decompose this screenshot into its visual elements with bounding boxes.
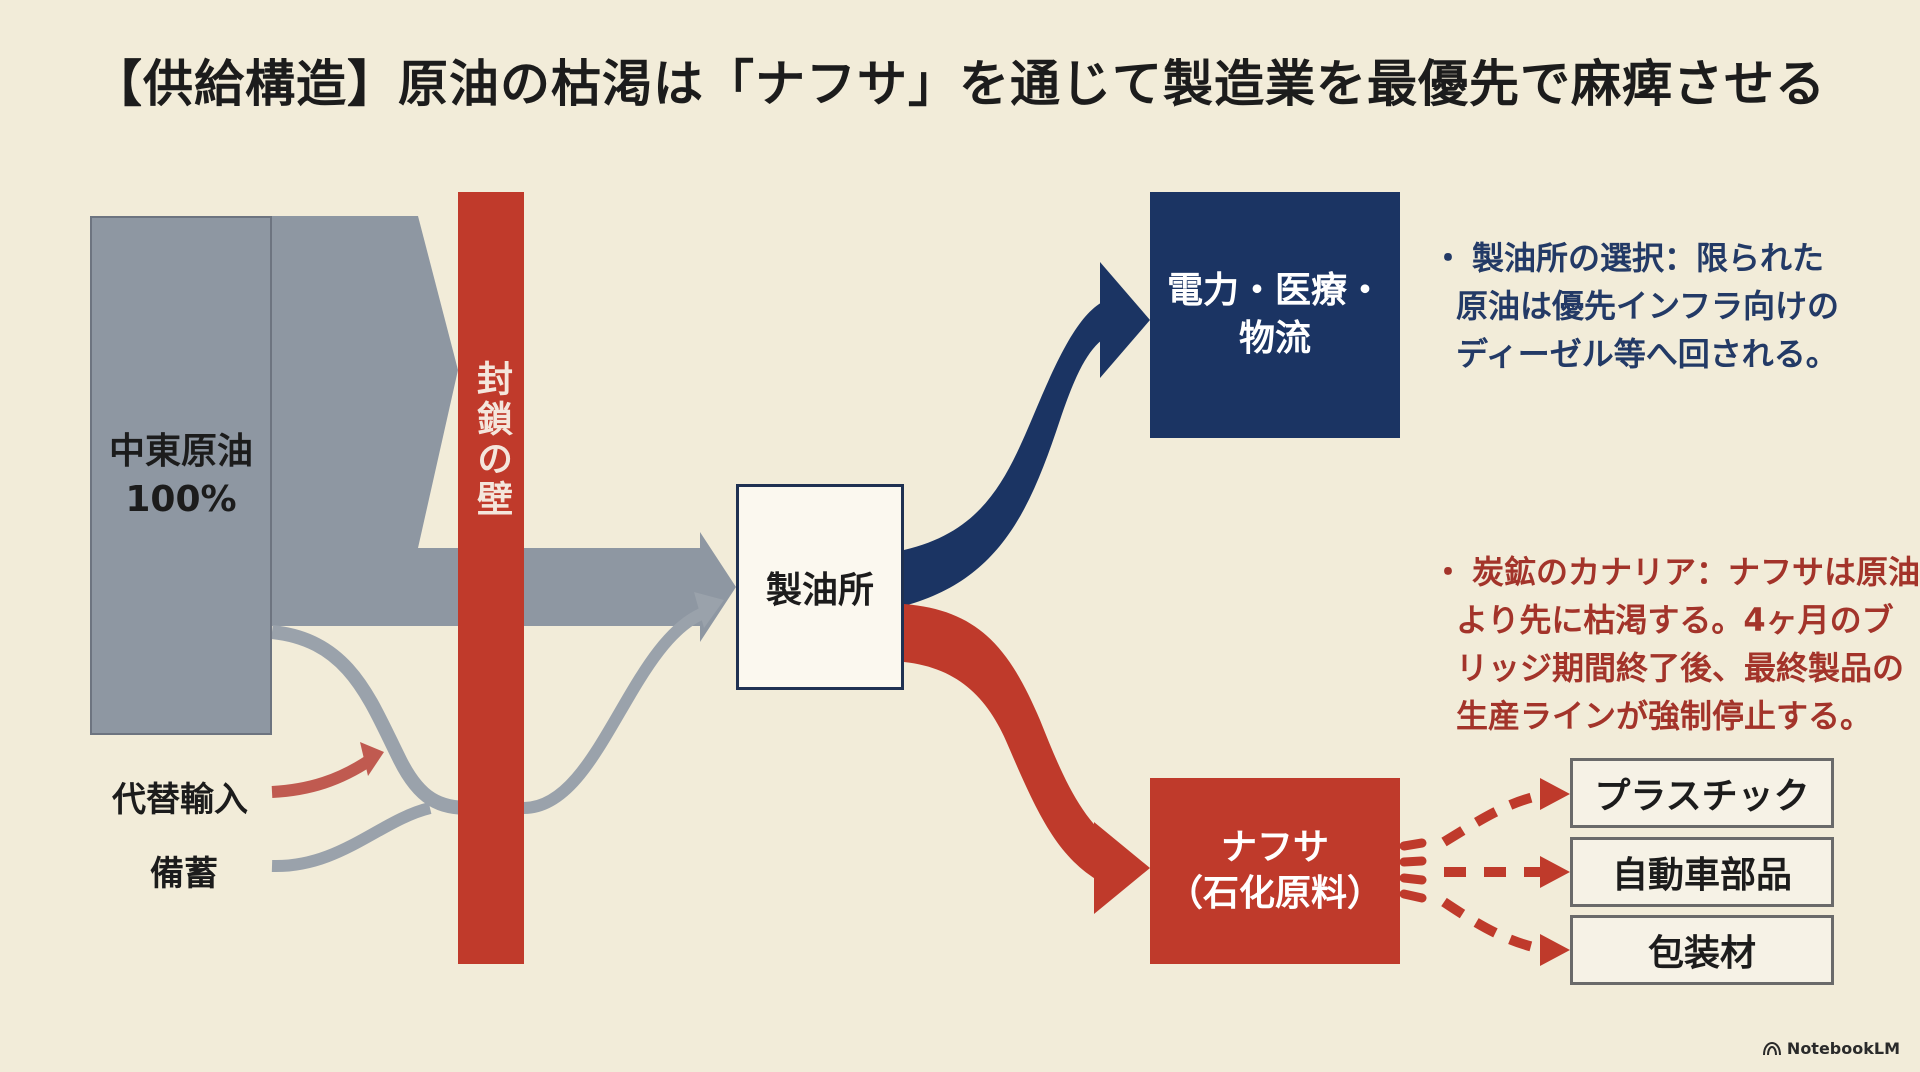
- dashed-arrowhead-auto-parts: [1540, 856, 1570, 888]
- naphtha-stubs: [1399, 838, 1427, 903]
- watermark-text: NotebookLM: [1786, 1039, 1900, 1058]
- note-line: より先に枯渇する。4ヶ月のブ: [1456, 601, 1894, 639]
- stockpile-flow: [271, 802, 432, 873]
- note-line: 原油は優先インフラ向けの: [1456, 287, 1840, 325]
- stockpile-label: 備蓄: [150, 854, 218, 894]
- crude-oil-label: 中東原油: [108, 430, 253, 472]
- substitute-import-arrow: [271, 754, 374, 798]
- note-bullet: ・: [1432, 239, 1465, 277]
- note-line: 炭鉱のカナリア：ナフサは原油: [1472, 553, 1920, 591]
- substitute-import-arrowhead: [360, 742, 384, 776]
- substitute-import-label: 代替輸入: [112, 780, 248, 820]
- product-packaging: 包装材: [1570, 915, 1834, 985]
- refinery-choice-note: ・製油所の選択：限られた 原油は優先インフラ向けの ディーゼル等へ回される。: [1432, 234, 1862, 378]
- blockade-wall-label: 封鎖の壁: [471, 360, 512, 520]
- crude-oil-node: 中東原油 100%: [90, 216, 272, 735]
- priority-flow-arrowhead: [1100, 262, 1150, 378]
- dashed-arrow-plastic: [1441, 789, 1549, 847]
- merged-flow-to-refinery: [523, 606, 709, 814]
- priority-infrastructure-node: 電力・医療・ 物流: [1150, 192, 1400, 438]
- naphtha-flow-arrowhead: [1094, 822, 1150, 914]
- note-line: リッジ期間終了後、最終製品の: [1456, 649, 1905, 687]
- dashed-arrowhead-packaging: [1540, 934, 1570, 966]
- dashed-arrow-packaging: [1441, 897, 1549, 955]
- crude-oil-share: 100%: [125, 478, 237, 520]
- product-plastic: プラスチック: [1570, 758, 1834, 828]
- note-line: 製油所の選択：限られた: [1472, 239, 1825, 277]
- note-bullet: ・: [1432, 553, 1465, 591]
- naphtha-label-line2: （石化原料）: [1166, 873, 1383, 914]
- priority-flow: [904, 296, 1120, 606]
- canary-note: ・炭鉱のカナリア：ナフサは原油 より先に枯渇する。4ヶ月のブ リッジ期間終了後、…: [1432, 548, 1920, 740]
- page-title: 【供給構造】原油の枯渇は「ナフサ」を通じて製造業を最優先で麻痺させる: [92, 55, 1826, 113]
- crude-lower-flow: [271, 625, 471, 815]
- note-line: ディーゼル等へ回される。: [1456, 335, 1838, 373]
- refinery-node: 製油所: [736, 484, 904, 690]
- priority-label-line1: 電力・医療・: [1166, 270, 1383, 311]
- dashed-arrowhead-plastic: [1540, 778, 1570, 810]
- refinery-label: 製油所: [765, 570, 874, 611]
- naphtha-node: ナフサ （石化原料）: [1150, 778, 1400, 964]
- priority-label-line2: 物流: [1238, 318, 1311, 359]
- notebooklm-logo-icon: [1762, 1041, 1781, 1055]
- merged-flow-arrowhead: [694, 592, 724, 628]
- product-auto-parts: 自動車部品: [1570, 837, 1834, 907]
- blockade-wall: [458, 192, 524, 964]
- naphtha-label-line1: ナフサ: [1220, 827, 1329, 868]
- watermark: NotebookLM: [1762, 1039, 1900, 1058]
- note-line: 生産ラインが強制停止する。: [1456, 697, 1873, 735]
- blocked-crude-flow: [272, 216, 458, 548]
- naphtha-flow: [904, 604, 1116, 884]
